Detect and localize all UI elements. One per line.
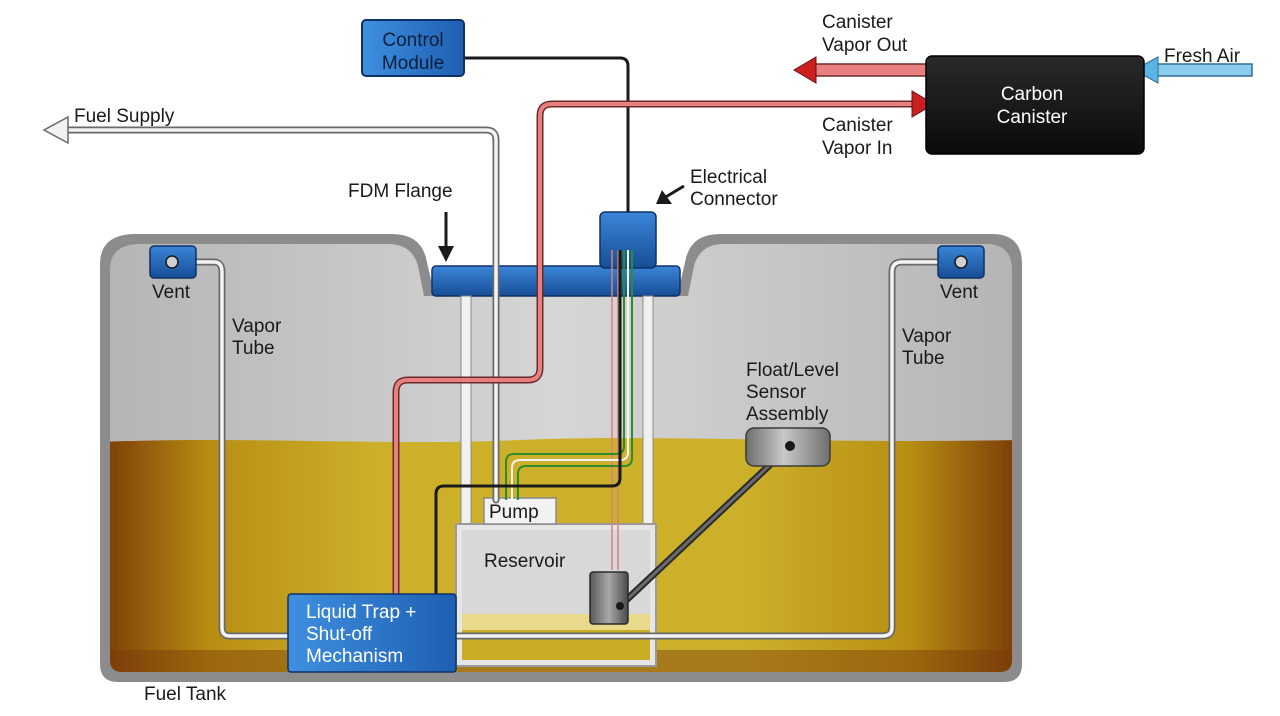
- sensor-wires: [611, 250, 619, 570]
- fdm-flange-pointer: [438, 212, 454, 262]
- vapor-line: [392, 100, 920, 596]
- vapor-out-arrow-icon: [793, 56, 817, 84]
- canister-vapor-in-arrow-icon: [911, 90, 935, 118]
- liquid-trap-label-2: Shut-off: [306, 624, 373, 645]
- canister-vapor-out-label-2: Vapor Out: [822, 35, 908, 56]
- carbon-canister-label-1: Carbon: [1001, 84, 1063, 105]
- trap-line: [434, 250, 622, 600]
- vent-right-icon: [954, 255, 968, 269]
- pump-label: Pump: [489, 502, 539, 523]
- vapor-tube-right-label-1: Vapor: [902, 326, 952, 347]
- vapor-tube-left-label-2: Tube: [232, 338, 275, 359]
- fdm-flange-label: FDM Flange: [348, 181, 453, 202]
- electrical-connector-pointer: [656, 184, 685, 204]
- control-wire: [464, 56, 630, 212]
- electrical-connector-label-1: Electrical: [690, 167, 767, 188]
- control-module-label-1: Control: [382, 30, 443, 51]
- liquid-trap-label-1: Liquid Trap +: [306, 602, 416, 623]
- liquid-trap-box: [287, 593, 457, 673]
- fuel-supply-label: Fuel Supply: [74, 106, 175, 127]
- carbon-canister-label-2: Canister: [997, 107, 1068, 128]
- canister-vapor-in-label-2: Vapor In: [822, 138, 892, 159]
- liquid-trap-label-3: Mechanism: [306, 646, 403, 667]
- vapor-tube-left-label-1: Vapor: [232, 316, 282, 337]
- electrical-connector-arrow-icon: [656, 190, 672, 204]
- fresh-air-arrow-icon: [1132, 56, 1159, 84]
- pump-wires: [505, 250, 633, 500]
- fresh-air-arrow: [1132, 56, 1253, 84]
- fdm-flange-arrow-icon: [438, 246, 454, 262]
- pump: [483, 497, 557, 525]
- carbon-canister-box: [925, 55, 1145, 155]
- float-level-sensor-label-1: Float/Level: [746, 360, 839, 381]
- vent-left-label: Vent: [152, 282, 191, 303]
- vent-right-label: Vent: [940, 282, 979, 303]
- canister-vapor-out-arrow: [793, 56, 929, 84]
- reservoir-label: Reservoir: [484, 551, 566, 572]
- fuel-supply-line: [62, 126, 500, 504]
- fuel-supply-arrow-icon: [42, 115, 69, 145]
- reservoir: [455, 523, 657, 667]
- vent-left: [149, 245, 197, 279]
- float: [589, 571, 629, 625]
- float-level-sensor-label-2: Sensor: [746, 382, 807, 403]
- vent-left-icon: [165, 255, 179, 269]
- canister-vapor-in-label-1: Canister: [822, 115, 893, 136]
- control-module-label-2: Module: [382, 53, 444, 74]
- guide-rod-left: [460, 295, 472, 525]
- fuel-tank-label: Fuel Tank: [144, 684, 227, 705]
- vent-right: [937, 245, 985, 279]
- guide-rod-right: [642, 295, 654, 525]
- fresh-air-label: Fresh Air: [1164, 46, 1241, 67]
- float-level-sensor-label-3: Assembly: [746, 404, 829, 425]
- electrical-connector-label-2: Connector: [690, 189, 778, 210]
- canister-vapor-out-label-1: Canister: [822, 12, 893, 33]
- fdm-flange: [431, 265, 681, 297]
- vapor-tube-right-line: [456, 258, 940, 640]
- vapor-tube-left-line: [196, 258, 288, 640]
- vapor-tube-right-label-2: Tube: [902, 348, 945, 369]
- control-module-box: [361, 19, 465, 77]
